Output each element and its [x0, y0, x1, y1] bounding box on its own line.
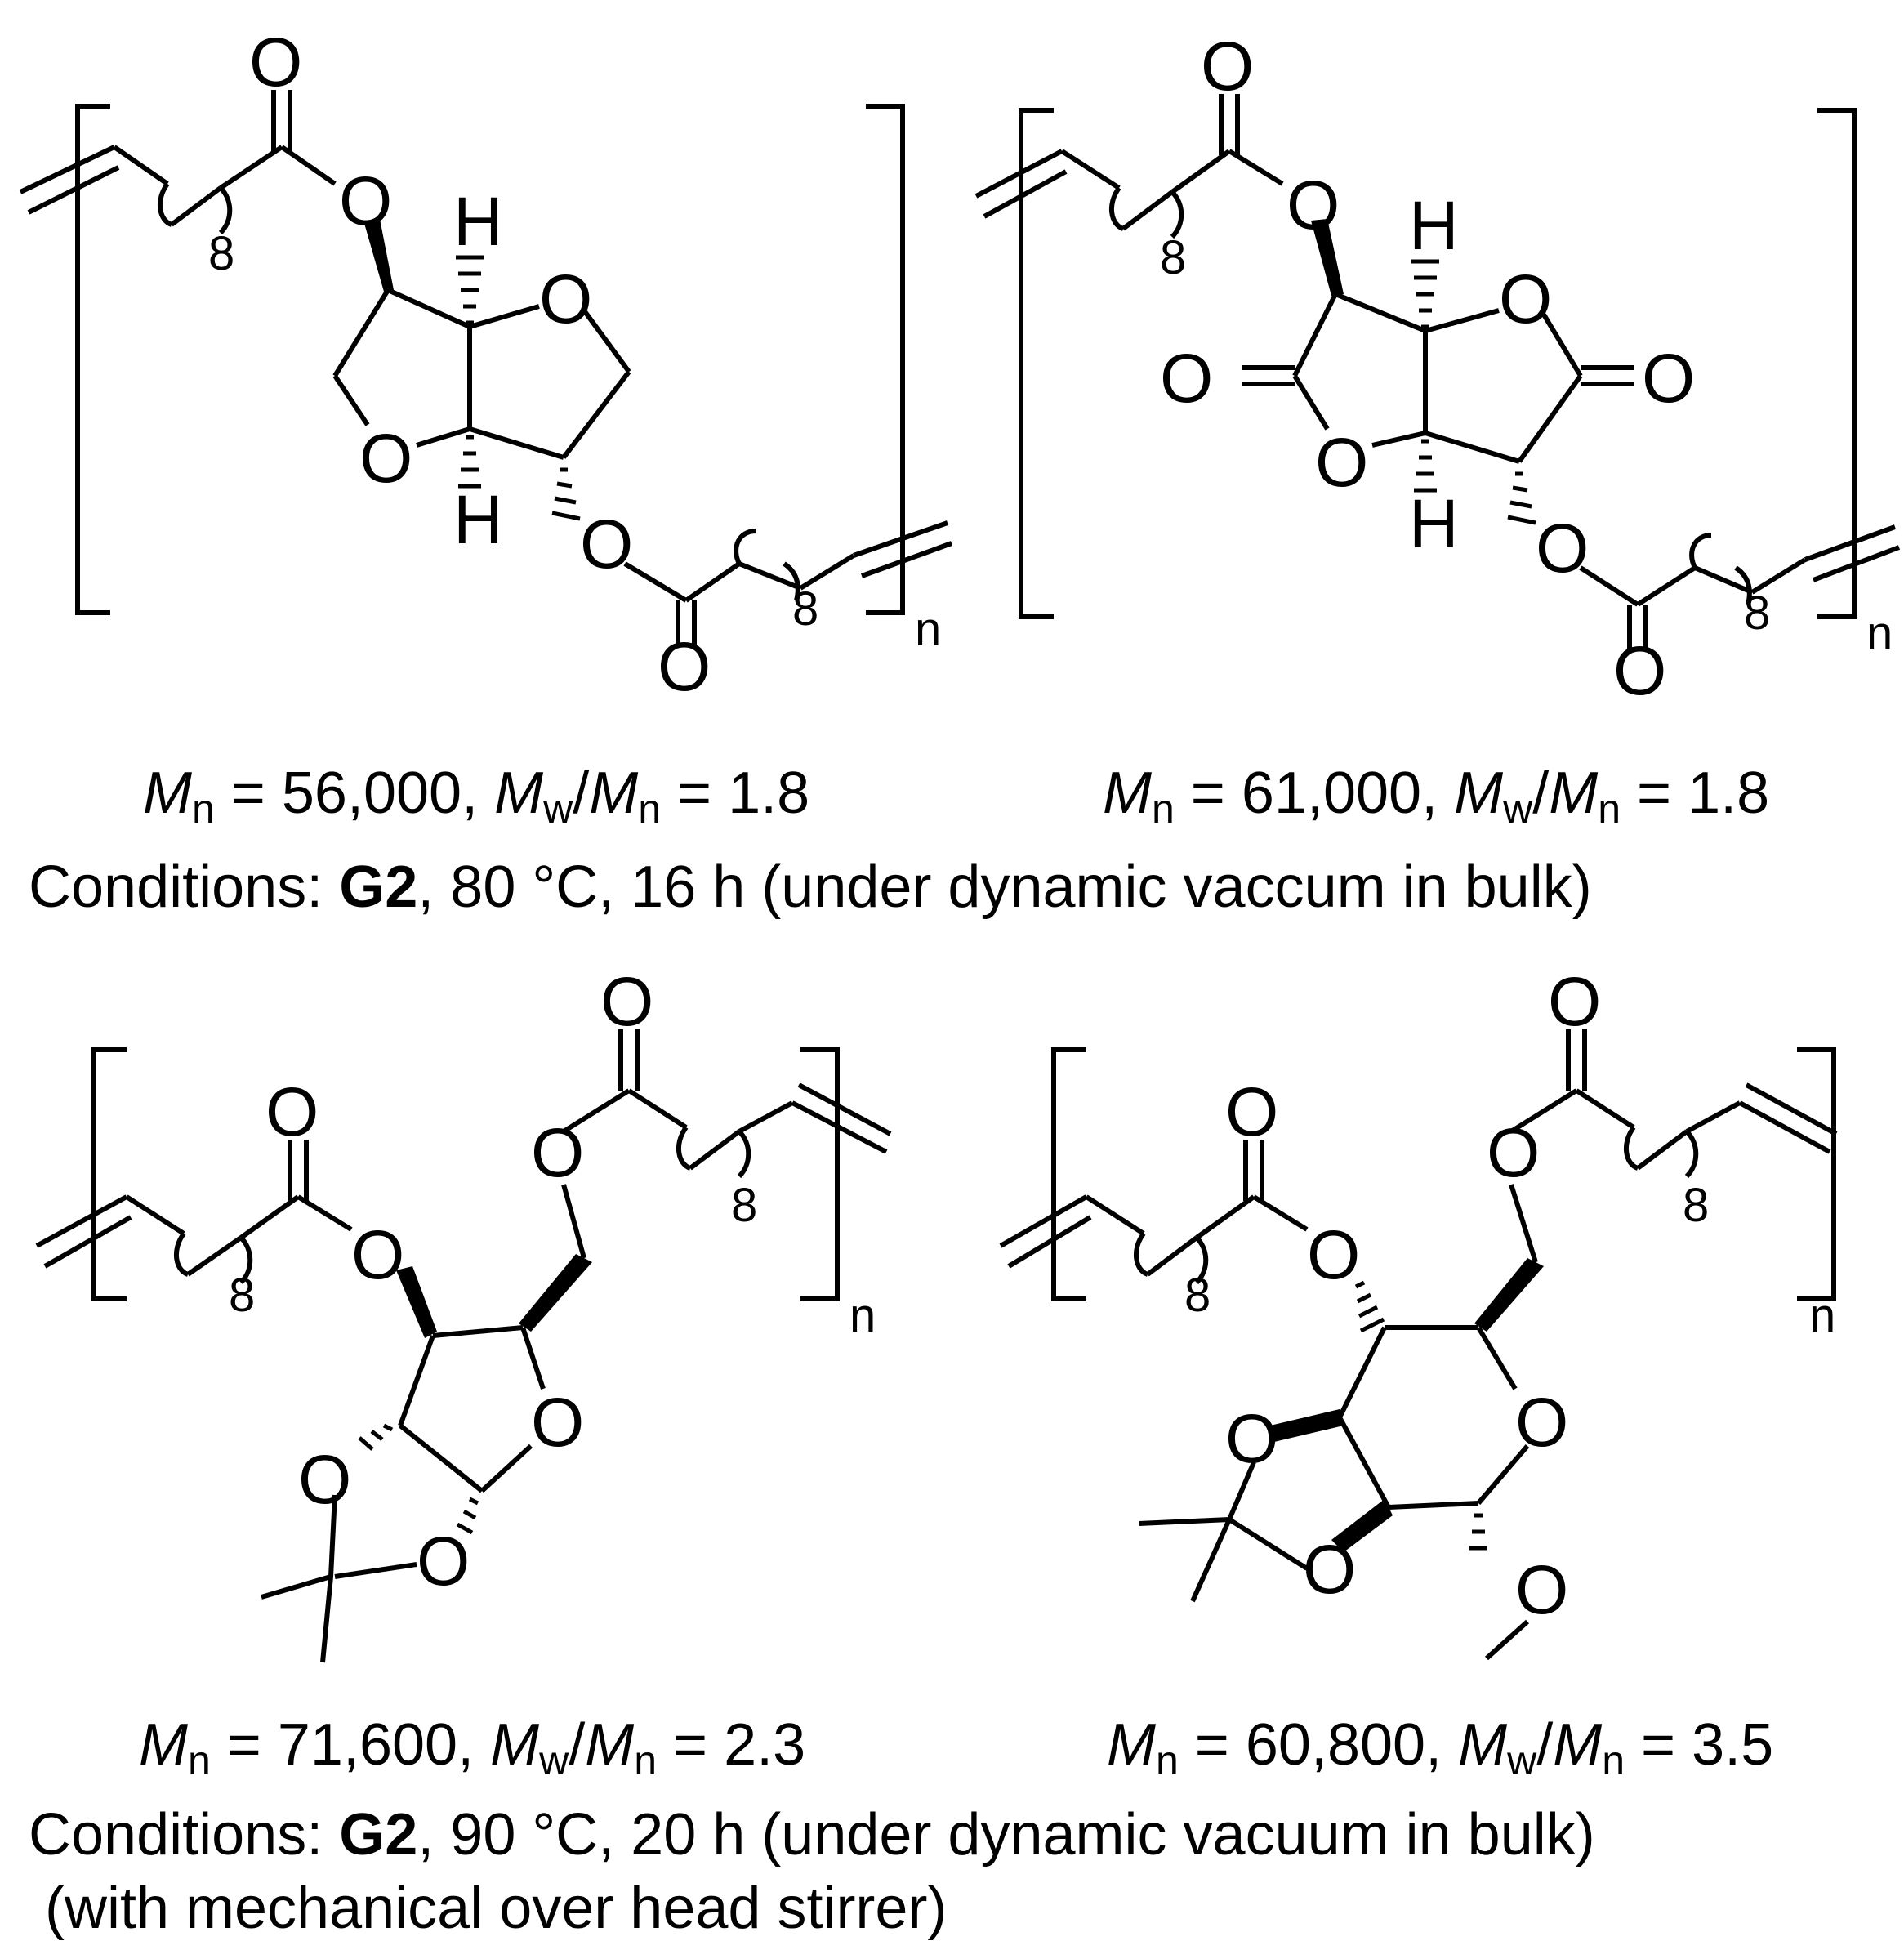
atom-O: O	[1548, 963, 1601, 1040]
repeat-count-8: 8	[1160, 231, 1186, 284]
conditions-bottom-line2: (with mechanical over head stirrer)	[29, 1876, 948, 1941]
bracket-left	[1019, 108, 1054, 619]
atom-O: O	[658, 628, 711, 705]
bracket-right	[1817, 108, 1857, 619]
atom-O: O	[539, 261, 592, 337]
bracket-right	[1797, 1047, 1836, 1301]
atom-O: O	[359, 420, 412, 497]
repeat-count-8: 8	[1744, 587, 1770, 640]
atom-O: O	[1613, 632, 1666, 709]
atom-O: O	[531, 1114, 584, 1191]
atom-O: O	[580, 506, 633, 582]
bracket-left	[1051, 1047, 1086, 1301]
repeat-count-8: 8	[731, 1179, 757, 1232]
structure-dilactone: O O H O O O O H O O 8 8 n	[974, 28, 1901, 709]
atom-O: O	[600, 963, 653, 1040]
atom-H: H	[453, 183, 503, 260]
atom-O: O	[1225, 1400, 1278, 1477]
atom-O: O	[1225, 1073, 1278, 1150]
atom-H: H	[1409, 187, 1459, 264]
atom-O: O	[1515, 1551, 1568, 1628]
atom-O: O	[1536, 510, 1589, 587]
structure-glucoside: O O O O O O O O 8 8 n	[999, 963, 1838, 1661]
atom-O: O	[1499, 261, 1552, 337]
caption-glucoside: Mn = 60,800, Mw/Mn = 3.5	[1107, 1712, 1774, 1783]
bracket-left	[75, 104, 110, 615]
repeat-count-8: 8	[229, 1269, 255, 1322]
atom-O: O	[265, 1073, 319, 1150]
atom-O: O	[351, 1216, 404, 1293]
atom-O: O	[1286, 167, 1340, 243]
bracket-right	[866, 104, 905, 615]
atom-O: O	[1201, 28, 1254, 105]
atom-O: O	[1642, 340, 1695, 417]
atom-O: O	[1487, 1114, 1540, 1191]
atom-O: O	[1307, 1216, 1360, 1293]
caption-furanose: Mn = 71,600, Mw/Mn = 2.3	[139, 1712, 806, 1783]
atom-O: O	[1303, 1531, 1356, 1608]
structure-furanose: O O O O O O O 8 8 n	[35, 963, 892, 1663]
atom-O: O	[339, 163, 392, 239]
atom-O: O	[249, 24, 302, 100]
atom-H: H	[453, 481, 503, 558]
atom-H: H	[1409, 485, 1459, 562]
atom-O: O	[298, 1441, 351, 1518]
atom-O: O	[531, 1384, 584, 1461]
repeat-count-8: 8	[792, 582, 818, 636]
bracket-right	[800, 1047, 840, 1301]
repeat-count-8: 8	[1184, 1269, 1211, 1322]
atom-O: O	[1515, 1384, 1568, 1461]
conditions-bottom: Conditions: G2, 90 °C, 20 h (under dynam…	[29, 1802, 1595, 1867]
caption-isosorbide: Mn = 56,000, Mw/Mn = 1.8	[143, 761, 810, 832]
repeat-unit-n: n	[915, 603, 941, 656]
caption-dilactone: Mn = 61,000, Mw/Mn = 1.8	[1103, 761, 1770, 832]
repeat-unit-n: n	[1809, 1289, 1835, 1342]
repeat-unit-n: n	[1866, 607, 1893, 660]
bracket-left	[91, 1047, 127, 1301]
atom-O: O	[1160, 340, 1213, 417]
repeat-unit-n: n	[849, 1289, 876, 1342]
atom-O: O	[417, 1523, 470, 1600]
repeat-count-8: 8	[1683, 1179, 1709, 1232]
conditions-top: Conditions: G2, 80 °C, 16 h (under dynam…	[29, 855, 1592, 920]
repeat-count-8: 8	[208, 227, 234, 280]
atom-O: O	[1315, 424, 1368, 501]
structure-isosorbide: O O H O O H O O 8 8 n	[19, 24, 953, 705]
